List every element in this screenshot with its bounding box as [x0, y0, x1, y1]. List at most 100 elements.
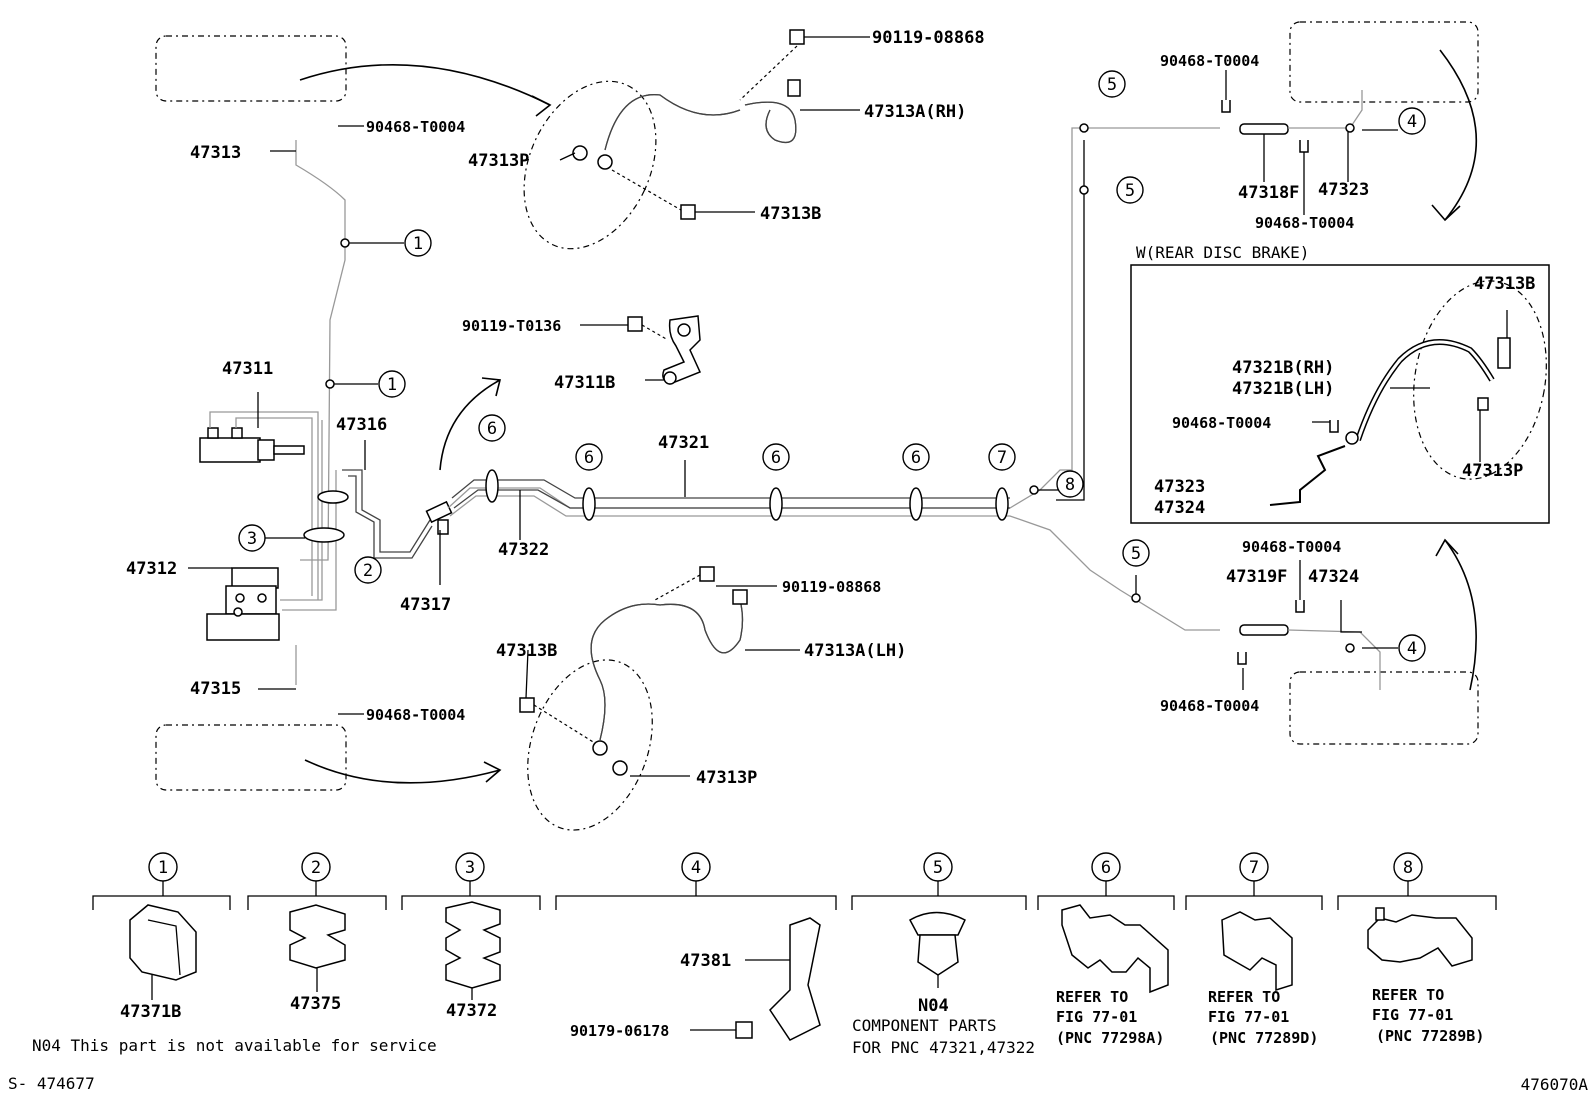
label-47313a-rh: 47313A(RH) — [864, 102, 966, 122]
label-47313p-top: 47313P — [468, 151, 529, 171]
clamp-8-ref-3: (PNC 77289B) — [1376, 1027, 1484, 1045]
label-47316: 47316 — [336, 415, 387, 435]
arrow-front-rh — [299, 64, 552, 117]
box-label-47313b: 47313B — [1474, 274, 1535, 294]
callout-4-a: 4 — [1398, 107, 1426, 135]
label-47313a-lh: 47313A(LH) — [804, 641, 906, 661]
arrow-middle — [439, 377, 501, 471]
box-label-90468-t0004: 90468-T0004 — [1172, 414, 1271, 432]
svg-text:7: 7 — [997, 448, 1007, 468]
bracket-47311b — [627, 315, 702, 385]
front-rh-wheel-area — [155, 35, 347, 102]
front-lh-hose-detail — [519, 566, 748, 831]
label-47323: 47323 — [1318, 180, 1369, 200]
part-labels: 90119-08868 47313A(RH) 90468-T0004 47313… — [126, 28, 1535, 788]
footer-note: N04 This part is not available for servi… — [32, 1036, 437, 1055]
clamp-6-ref-1: REFER TO — [1056, 988, 1128, 1006]
box-label-47321b-lh: 47321B(LH) — [1232, 379, 1334, 399]
clamp-6-ref-3: (PNC 77298A) — [1056, 1029, 1164, 1047]
svg-text:5: 5 — [1107, 75, 1117, 95]
clamp-7-ref-1: REFER TO — [1208, 988, 1280, 1006]
clamp-8-ref-2: FIG 77-01 — [1372, 1006, 1453, 1024]
clamp-8-ref-1: REFER TO — [1372, 986, 1444, 1004]
svg-text:4: 4 — [1407, 112, 1417, 132]
svg-text:6: 6 — [584, 448, 594, 468]
callout-6-c: 6 — [762, 443, 790, 471]
box-label-47313p: 47313P — [1462, 461, 1523, 481]
svg-text:4: 4 — [691, 858, 701, 878]
clamp-5-note-2: FOR PNC 47321,47322 — [852, 1038, 1035, 1057]
rear-rh-line — [1221, 90, 1363, 153]
callout-1-upper: 1 — [404, 229, 432, 257]
label-47318f: 47318F — [1238, 183, 1299, 203]
footer-serial: S- 474677 — [8, 1074, 95, 1093]
callout-5-c: 5 — [1122, 539, 1150, 567]
label-47313b-mid: 47313B — [496, 641, 557, 661]
box-label-47323: 47323 — [1154, 477, 1205, 497]
label-47317: 47317 — [400, 595, 451, 615]
label-47313: 47313 — [190, 143, 241, 163]
svg-text:5: 5 — [933, 858, 943, 878]
label-47313b-top: 47313B — [760, 204, 821, 224]
valve-47312 — [206, 567, 280, 641]
clamp-5-note-1: COMPONENT PARTS — [852, 1016, 997, 1035]
callout-markers — [325, 123, 1355, 653]
label-90119-t0136: 90119-T0136 — [462, 317, 561, 335]
label-90468-t0004-b: 90468-T0004 — [366, 706, 465, 724]
clamp-3: 3 47372 — [445, 852, 501, 1021]
svg-text:6: 6 — [1101, 858, 1111, 878]
clamp-1: 1 47371B — [120, 852, 197, 1022]
clamp-7-ref-3: (PNC 77289D) — [1210, 1029, 1318, 1047]
svg-text:3: 3 — [465, 858, 475, 878]
label-90468-t0004-e: 90468-T0004 — [1242, 538, 1341, 556]
label-90468-t0004-d: 90468-T0004 — [1255, 214, 1354, 232]
front-lh-wheel-area — [155, 724, 347, 791]
label-90119-08868-top: 90119-08868 — [872, 28, 985, 48]
clamp-3-part: 47372 — [446, 1001, 497, 1021]
callout-6-a: 6 — [478, 414, 506, 442]
svg-text:6: 6 — [911, 448, 921, 468]
box-label-47324: 47324 — [1154, 498, 1205, 518]
rear-rh-wheel-area — [1289, 21, 1479, 103]
callout-7: 7 — [988, 443, 1016, 471]
clamp-legend: 1 47371B 2 47375 3 47372 4 — [92, 852, 1497, 1057]
svg-text:2: 2 — [363, 561, 373, 581]
clamp-5: 5 N04 COMPONENT PARTS FOR PNC 47321,4732… — [852, 852, 1035, 1057]
callout-3: 3 — [238, 524, 266, 552]
label-90468-t0004-f: 90468-T0004 — [1160, 697, 1259, 715]
clamp-2: 2 47375 — [289, 852, 346, 1014]
svg-text:6: 6 — [771, 448, 781, 468]
rear-lh-line — [1237, 600, 1381, 690]
callout-1-lower: 1 — [378, 370, 406, 398]
clamp-2-part: 47375 — [290, 994, 341, 1014]
label-47315: 47315 — [190, 679, 241, 699]
master-cylinder-47311 — [199, 411, 319, 600]
footer-figure-code: 476070A — [1521, 1075, 1589, 1094]
label-47311b: 47311B — [554, 373, 615, 393]
label-47324: 47324 — [1308, 567, 1359, 587]
svg-text:3: 3 — [247, 529, 257, 549]
clamp-6: 6 REFER TO FIG 77-01 (PNC 77298A) — [1056, 852, 1169, 1047]
label-90119-08868-mid: 90119-08868 — [782, 578, 881, 596]
svg-text:6: 6 — [487, 419, 497, 439]
svg-text:5: 5 — [1131, 544, 1141, 564]
svg-text:1: 1 — [387, 375, 397, 395]
clamp-6-ref-2: FIG 77-01 — [1056, 1008, 1137, 1026]
clamp-4-part-a: 47381 — [680, 951, 731, 971]
svg-text:8: 8 — [1403, 858, 1413, 878]
clamp-7: 7 REFER TO FIG 77-01 (PNC 77289D) — [1208, 852, 1318, 1047]
label-47312: 47312 — [126, 559, 177, 579]
callout-5-b: 5 — [1116, 176, 1144, 204]
arrow-front-lh — [304, 759, 502, 784]
pipe-network — [280, 127, 1220, 685]
rear-disc-brake-box — [1130, 264, 1550, 524]
rear-disc-brake-title: W(REAR DISC BRAKE) — [1136, 243, 1309, 262]
svg-text:7: 7 — [1249, 858, 1259, 878]
arrow-rear-rh — [1431, 49, 1478, 222]
clamp-7-ref-2: FIG 77-01 — [1208, 1008, 1289, 1026]
arrow-rear-lh — [1435, 538, 1477, 691]
clamp-4: 4 47381 90179-06178 — [570, 852, 821, 1041]
callout-5-a: 5 — [1098, 70, 1126, 98]
label-47311: 47311 — [222, 359, 273, 379]
